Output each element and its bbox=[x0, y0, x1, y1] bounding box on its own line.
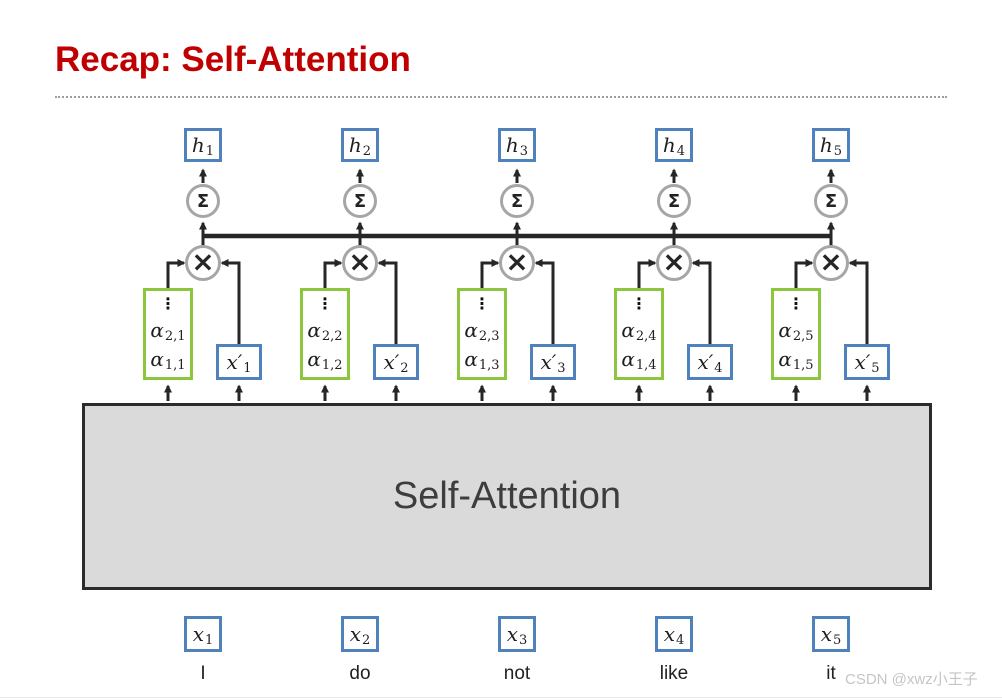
sum-node: Σ bbox=[500, 184, 534, 218]
sigma-icon: Σ bbox=[510, 190, 524, 212]
sigma-icon: Σ bbox=[353, 190, 367, 212]
input-word: do bbox=[349, 663, 371, 684]
multiply-node: × bbox=[185, 245, 221, 281]
ellipsis-icon: ⋮ bbox=[160, 294, 176, 313]
value-vector-box: x′5 bbox=[844, 344, 890, 380]
multiply-icon: × bbox=[191, 245, 215, 278]
multiply-node: × bbox=[499, 245, 535, 281]
sigma-icon: Σ bbox=[667, 190, 681, 212]
ellipsis-icon: ⋮ bbox=[317, 294, 333, 313]
input-word: like bbox=[659, 663, 689, 684]
h-label: h bbox=[191, 133, 205, 157]
ellipsis-icon: ⋮ bbox=[788, 294, 804, 313]
self-attention-box: Self-Attention bbox=[82, 403, 932, 590]
ellipsis-icon: ⋮ bbox=[631, 294, 647, 313]
input-word: not bbox=[503, 663, 531, 684]
sum-node: Σ bbox=[657, 184, 691, 218]
sigma-icon: Σ bbox=[196, 190, 210, 212]
watermark: CSDN @xwz小王子 bbox=[845, 671, 978, 688]
multiply-icon: × bbox=[662, 245, 686, 278]
value-vector-box: x′2 bbox=[373, 344, 419, 380]
h-subscript: 1 bbox=[205, 143, 215, 159]
multiply-icon: × bbox=[505, 245, 529, 278]
value-vector-box: x′3 bbox=[530, 344, 576, 380]
input-word: I bbox=[200, 663, 206, 684]
slide-bottom-edge bbox=[0, 697, 1002, 698]
self-attention-label: Self-Attention bbox=[392, 475, 622, 517]
sigma-icon: Σ bbox=[824, 190, 838, 212]
sum-node: Σ bbox=[814, 184, 848, 218]
multiply-node: × bbox=[813, 245, 849, 281]
multiply-node: × bbox=[342, 245, 378, 281]
multiply-node: × bbox=[656, 245, 692, 281]
sum-node: Σ bbox=[343, 184, 377, 218]
title-divider bbox=[55, 96, 947, 98]
input-word: it bbox=[826, 663, 836, 684]
value-vector-box: x′1 bbox=[216, 344, 262, 380]
multiply-icon: × bbox=[348, 245, 372, 278]
sum-node: Σ bbox=[186, 184, 220, 218]
ellipsis-icon: ⋮ bbox=[474, 294, 490, 313]
multiply-icon: × bbox=[819, 245, 843, 278]
page-title: Recap: Self-Attention bbox=[55, 40, 411, 79]
value-vector-box: x′4 bbox=[687, 344, 733, 380]
